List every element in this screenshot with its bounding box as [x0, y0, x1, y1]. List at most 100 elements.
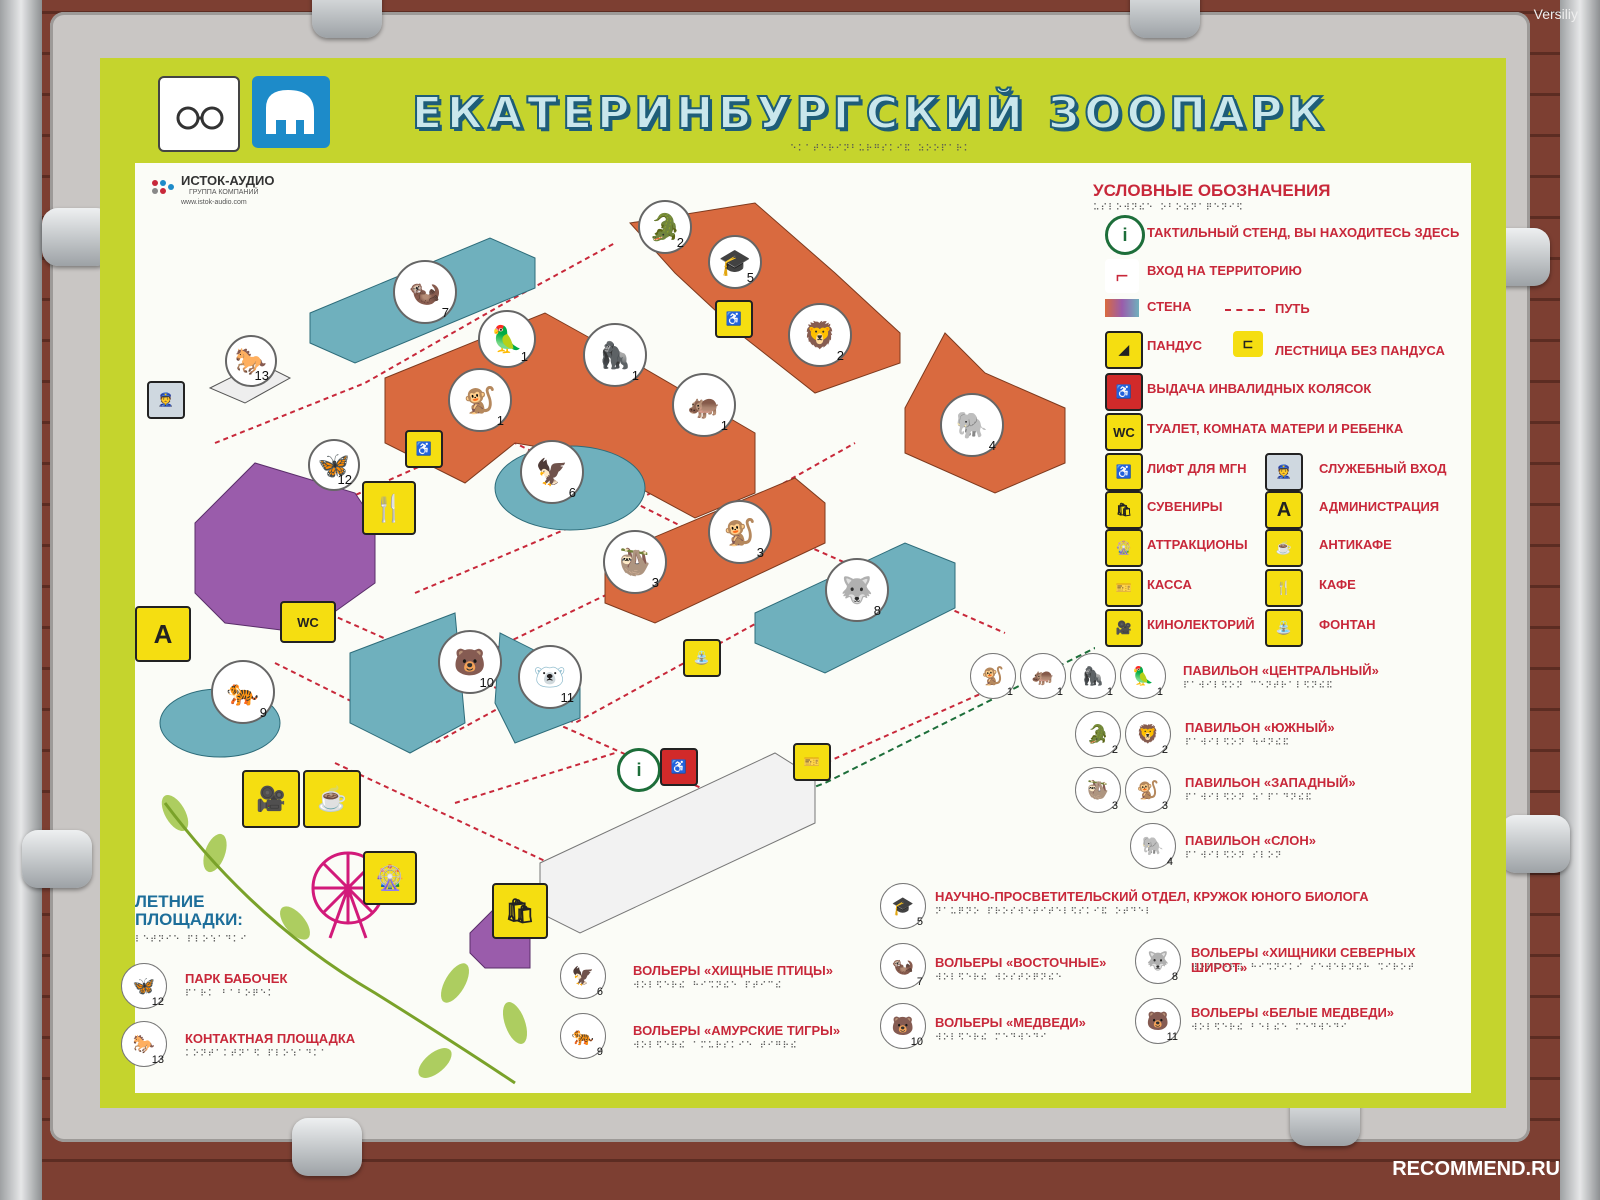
- mounting-clip: [22, 830, 92, 888]
- map-marker-elephant[interactable]: 🐘4: [940, 393, 1004, 457]
- legend-item-souvenir: СУВЕНИРЫ: [1147, 499, 1223, 514]
- braille-pavilion: ⠏⠁⠺⠊⠇⠫⠕⠝ ⠵⠁⠏⠁⠙⠝⠮⠯: [1185, 793, 1313, 803]
- ticket-icon[interactable]: 🎫: [793, 743, 831, 781]
- lift-icon[interactable]: ♿: [405, 430, 443, 468]
- braille-enclosure: ⠝⠁⠥⠟⠝⠕ ⠏⠗⠕⠎⠺⠑⠞⠊⠞⠑⠇⠫⠎⠅⠊⠯ ⠕⠞⠙⠑⠇: [935, 907, 1153, 917]
- enclosure-7-label: ВОЛЬЕРЫ «ВОСТОЧНЫЕ»: [935, 955, 1107, 970]
- cafe-icon[interactable]: 🍴: [362, 481, 416, 535]
- logo-url: www.istok-audio.com: [181, 199, 247, 206]
- braille-enclosure: ⠺⠕⠇⠫⠑⠗⠮ ⠃⠑⠇⠮⠑ ⠍⠑⠙⠺⠑⠙⠊: [1191, 1023, 1349, 1033]
- map-marker-wolf[interactable]: 🐺8: [825, 558, 889, 622]
- fountain-icon[interactable]: ⛲: [683, 639, 721, 677]
- legend-item-wheelchair: ВЫДАЧА ИНВАЛИДНЫХ КОЛЯСОК: [1147, 381, 1372, 396]
- metal-post-left: [0, 0, 42, 1200]
- legend-item-cinema: КИНОЛЕКТОРИЙ: [1147, 617, 1255, 632]
- lift-icon[interactable]: ♿: [715, 300, 753, 338]
- mounting-clip: [292, 1118, 362, 1176]
- braille-enclosure: ⠺⠕⠇⠫⠑⠗⠮ ⠍⠑⠙⠺⠑⠙⠊: [935, 1033, 1048, 1043]
- cup-icon[interactable]: ☕: [303, 770, 361, 828]
- wheelchair-icon[interactable]: ♿: [660, 748, 698, 786]
- map-marker-bear[interactable]: 🐻10: [438, 630, 502, 694]
- wolf-icon: 🐺: [840, 574, 874, 605]
- sloth-icon: 🦥3: [1075, 767, 1121, 813]
- map-marker-parrot[interactable]: 🦜1: [478, 310, 536, 368]
- braille-enclosure: ⠺⠕⠇⠫⠑⠗⠮ ⠺⠕⠎⠞⠕⠟⠝⠮⠑: [935, 973, 1063, 983]
- cafe-icon: 🍴: [1265, 569, 1303, 607]
- pavilion-west: ПАВИЛЬОН «ЗАПАДНЫЙ»: [1185, 775, 1356, 790]
- crocodile-icon: 🐊2: [1075, 711, 1121, 757]
- map-marker-hippo[interactable]: 🦛1: [672, 373, 736, 437]
- cup-icon: ☕: [1265, 529, 1303, 567]
- enclosure-6-label: ВОЛЬЕРЫ «ХИЩНЫЕ ПТИЦЫ»: [633, 963, 833, 978]
- map-marker-sloth[interactable]: 🦥3: [603, 530, 667, 594]
- map-marker-gorilla[interactable]: 🦍1: [583, 323, 647, 387]
- braille-enclosure: ⠺⠕⠇⠫⠑⠗⠮ ⠓⠊⠩⠝⠊⠅⠊ ⠎⠑⠺⠑⠗⠝⠮⠓ ⠩⠊⠗⠕⠞: [1191, 963, 1416, 973]
- map-marker-polar-bear[interactable]: 🐻‍❄️11: [518, 645, 582, 709]
- hippo-icon: 🦛1: [1020, 653, 1066, 699]
- souvenir-icon: 🛍: [1105, 491, 1143, 529]
- legend-item-wall: СТЕНА: [1147, 299, 1192, 314]
- braille-pavilion: ⠏⠁⠺⠊⠇⠫⠕⠝ ⠎⠇⠕⠝: [1185, 851, 1283, 861]
- eagle-icon: 🦅: [535, 456, 569, 487]
- wc-icon[interactable]: WC: [280, 601, 336, 643]
- map-marker-otter[interactable]: 🦦7: [393, 260, 457, 324]
- admin-icon[interactable]: A: [135, 606, 191, 662]
- camera-icon[interactable]: 🎥: [242, 770, 300, 828]
- staff-icon: 👮: [1265, 453, 1303, 491]
- horse-icon: 🐎13: [121, 1021, 167, 1067]
- braille-summer: ⠏⠁⠗⠅ ⠃⠁⠃⠕⠟⠑⠅: [185, 989, 275, 999]
- legend-item-cafe: КАФЕ: [1319, 577, 1356, 592]
- mounting-clip: [312, 0, 382, 38]
- polar-bear-icon: 🐻‍❄️: [533, 661, 567, 692]
- stairs-icon: ⊏: [1233, 331, 1263, 357]
- map-marker-lemur[interactable]: 🐒1: [448, 368, 512, 432]
- map-marker-butterfly[interactable]: 🦋12: [308, 439, 360, 491]
- camera-icon: 🎥: [1105, 609, 1143, 647]
- pavilion-south: ПАВИЛЬОН «ЮЖНЫЙ»: [1185, 720, 1335, 735]
- legend-item-attractions: АТТРАКЦИОНЫ: [1147, 537, 1248, 552]
- ferris-wheel-icon[interactable]: 🎡: [363, 851, 417, 905]
- map-marker-education[interactable]: 🎓5: [708, 235, 762, 289]
- legend-item-admin: АДМИНИСТРАЦИЯ: [1319, 499, 1440, 514]
- lemur-icon: 🐒1: [970, 653, 1016, 699]
- map-marker-lion[interactable]: 🦁2: [788, 303, 852, 367]
- enclosure-8-label: ВОЛЬЕРЫ «ХИЩНИКИ СЕВЕРНЫХ ШИРОТ»: [1191, 945, 1416, 975]
- legend-title: УСЛОВНЫЕ ОБОЗНАЧЕНИЯ: [1093, 181, 1331, 200]
- butterfly-icon: 🦋: [317, 449, 351, 480]
- crocodile-icon: 🐊: [648, 211, 682, 242]
- braille-summer: ⠇⠑⠞⠝⠊⠑ ⠏⠇⠕⠱⠁⠙⠅⠊: [135, 935, 248, 945]
- elephant-logo-icon: [252, 76, 330, 148]
- bear-icon: 🐻10: [880, 1003, 926, 1049]
- legend-item-info: ТАКТИЛЬНЫЙ СТЕНД, ВЫ НАХОДИТЕСЬ ЗДЕСЬ: [1147, 225, 1460, 240]
- zoo-map-sign: ЕКАТЕРИНБУРГСКИЙ ЗООПАРК ⠑⠅⠁⠞⠑⠗⠊⠝⠃⠥⠗⠛⠎⠅⠊…: [100, 58, 1506, 1108]
- staff-icon[interactable]: 👮: [147, 381, 185, 419]
- map-marker-tiger[interactable]: 🐅9: [211, 660, 275, 724]
- hippo-icon: 🦛: [687, 389, 721, 420]
- path-icon: [1225, 309, 1265, 311]
- gorilla-icon: 🦍1: [1070, 653, 1116, 699]
- braille-pavilion: ⠏⠁⠺⠊⠇⠫⠕⠝ ⠉⠑⠝⠞⠗⠁⠇⠫⠝⠮⠯: [1183, 681, 1334, 691]
- lemur-icon: 🐒: [463, 384, 497, 415]
- souvenir-icon[interactable]: 🛍: [492, 883, 548, 939]
- tiger-icon: 🐅: [226, 676, 260, 707]
- glasses-icon: [158, 76, 240, 152]
- fountain-icon: ⛲: [1265, 609, 1303, 647]
- summer-item-butterfly: ПАРК БАБОЧЕК: [185, 971, 288, 986]
- map-marker-eagle[interactable]: 🦅6: [520, 440, 584, 504]
- braille-title: ⠑⠅⠁⠞⠑⠗⠊⠝⠃⠥⠗⠛⠎⠅⠊⠯ ⠵⠕⠕⠏⠁⠗⠅: [790, 144, 972, 154]
- info-icon[interactable]: i: [617, 748, 661, 792]
- lift-icon: ♿: [1105, 453, 1143, 491]
- legend-item-entrance: ВХОД НА ТЕРРИТОРИЮ: [1147, 263, 1302, 278]
- istok-dots-icon: [152, 180, 174, 194]
- horse-icon: 🐎: [234, 345, 268, 376]
- map-marker-monkey[interactable]: 🐒3: [708, 500, 772, 564]
- map-marker-crocodile[interactable]: 🐊2: [638, 200, 692, 254]
- wolf-icon: 🐺8: [1135, 938, 1181, 984]
- braille-summer: ⠅⠕⠝⠞⠁⠅⠞⠝⠁⠫ ⠏⠇⠕⠱⠁⠙⠅⠁: [185, 1049, 329, 1059]
- wall-icon: [1105, 299, 1139, 317]
- map-marker-horse[interactable]: 🐎13: [225, 335, 277, 387]
- elephant-icon: 🐘4: [1130, 823, 1176, 869]
- otter-icon: 🦦: [408, 276, 442, 307]
- braille-enclosure: ⠺⠕⠇⠫⠑⠗⠮ ⠓⠊⠩⠝⠮⠑ ⠏⠞⠊⠉⠮: [633, 981, 783, 991]
- pavilion-central: ПАВИЛЬОН «ЦЕНТРАЛЬНЫЙ»: [1183, 663, 1379, 678]
